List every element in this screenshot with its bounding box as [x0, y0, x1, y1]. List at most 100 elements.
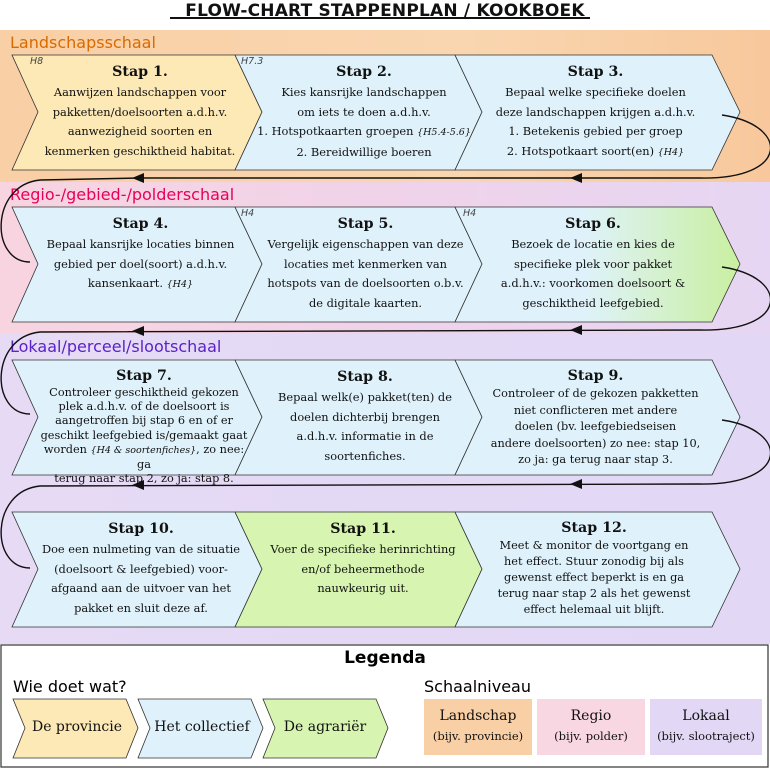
connector-6-7: [0, 266, 770, 415]
scale-label-lokaal: Lokaal/perceel/slootschaal: [10, 337, 222, 356]
step-4-line: gebied per doel(soort) a.d.h.v.: [53, 256, 228, 271]
step-6-text: Stap 6. Bezoek de locatie en kies de spe…: [482, 213, 704, 313]
step-9-line: niet conflicteren met andere: [513, 403, 678, 417]
step-8-text: Stap 8. Bepaal welk(e) pakket(ten) de do…: [260, 366, 470, 466]
step-7-text: Stap 7. Controleer geschiktheid gekozen …: [38, 366, 250, 486]
legend-lokaal-label: Lokaal: [682, 708, 730, 724]
legend-agrarier-label: De agrariër: [283, 719, 367, 735]
step-9-line: Controleer of de gekozen pakketten: [492, 387, 699, 400]
connector-9-10-arrow-b: [132, 480, 144, 490]
step-4-line: Bepaal kansrijke locaties binnen: [46, 237, 235, 251]
legend-landschap-sub: (bijv. provincie): [432, 729, 524, 743]
step-5-line: Vergelijk eigenschappen van deze: [267, 237, 464, 251]
legend-agrarier-shape: [262, 698, 389, 759]
legend-lokaal-text: Lokaal (bijv. slootraject): [650, 706, 762, 745]
step-8-line: a.d.h.v. informatie in de: [296, 429, 434, 443]
connector-3-4-arrow: [570, 173, 582, 183]
legend-lokaal-swatch: [650, 699, 762, 755]
legend-title: Legenda: [344, 648, 426, 668]
step-9-line: zo ja: ga terug naar stap 3.: [518, 453, 673, 466]
step-6-line: a.d.h.v.: voorkomen doelsoort &: [500, 276, 686, 290]
step-8-title: Stap 8.: [337, 369, 393, 385]
legend-provincie-label: De provincie: [31, 719, 123, 735]
step-12-shape: [454, 511, 741, 628]
step-1-line: pakketten/doelsoorten a.d.h.v.: [52, 104, 228, 119]
legend-lokaal-sub: (bijv. slootraject): [657, 729, 755, 743]
connector-9-10-arrow: [570, 479, 582, 489]
step-5-text: Stap 5. Vergelijk eigenschappen van deze…: [258, 213, 473, 313]
step-8-line: soortenfiches.: [324, 448, 406, 463]
step-1-text: Stap 1. Aanwijzen landschappen voor pakk…: [40, 61, 240, 161]
step-3-line: 2. Hotspotkaart soort(en): [506, 143, 655, 158]
step-2-ref: {H5.4-5.6}: [417, 127, 471, 138]
step-3-line: 1. Betekenis gebied per groep: [508, 124, 683, 138]
connector-3-4-tail: [0, 177, 141, 263]
step-7-line: worden: [43, 442, 87, 456]
step-7-ref: {H4 & soortenfiches}: [90, 444, 197, 456]
step-7-line: plek a.d.h.v. of de doelsoort is: [58, 400, 230, 414]
connector-6-7-arrow-b: [132, 326, 144, 336]
step-11-line: Voer de specifieke herinrichting: [270, 542, 456, 556]
step-11-title: Stap 11.: [330, 521, 396, 537]
legend-collectief-shape: [137, 698, 264, 759]
step-10-line: afgaand aan de uitvoer van het: [51, 581, 231, 595]
step-3-line: deze landschappen krijgen a.d.h.v.: [495, 104, 696, 119]
step-4-line: kansenkaart.: [87, 276, 164, 290]
legend-provincie-shape: [12, 698, 139, 759]
step-6-tag: H4: [463, 208, 477, 219]
step-2-line: Kies kansrijke landschappen: [281, 85, 447, 99]
step-5-line: de digitale kaarten.: [308, 295, 423, 310]
step-2-line: om iets te doen a.d.h.v.: [297, 104, 431, 119]
step-10-line: (doelsoort & leefgebied) voor-: [54, 561, 228, 576]
step-12-text: Stap 12. Meet & monitor de voortgang en …: [478, 518, 710, 618]
legend-collectief-label: Het collectief: [154, 719, 250, 735]
step-7-title: Stap 7.: [116, 368, 172, 384]
step-12-line: terug naar stap 2 als het gewenst: [497, 587, 691, 600]
step-11-line: en/of beheermethode: [301, 561, 425, 576]
step-12-line: Meet & monitor de voortgang en: [499, 539, 689, 552]
scale-label-regio: Regio-/gebied-/polderschaal: [10, 185, 235, 204]
step-2-title: Stap 2.: [336, 64, 392, 80]
step-3-shape: [454, 54, 741, 171]
title-underline: [170, 17, 590, 19]
step-7-line: terug naar stap 2, zo ja: stap 8.: [54, 472, 234, 486]
step-3-ref: {H4}: [657, 146, 685, 158]
connector-9-10: [0, 419, 770, 569]
step-1-line: aanwezigheid soorten en: [67, 124, 213, 138]
step-5-line: hotspots van de doelsoorten o.b.v.: [267, 276, 464, 290]
legend-scale-title: Schaalniveau: [424, 677, 531, 696]
step-12-title: Stap 12.: [561, 520, 627, 536]
step-12-line: effect helemaal uit blijft.: [523, 603, 665, 616]
step-7-line: aangetroffen bij stap 6 en of er: [55, 414, 233, 428]
step-7-line: , zo nee: ga: [137, 442, 245, 472]
scale-label-landschap: Landschapsschaal: [10, 33, 156, 52]
step-6-line: Bezoek de locatie en kies de: [511, 237, 675, 251]
step-9-text: Stap 9. Controleer of de gekozen pakkett…: [478, 366, 713, 469]
page-title: FLOW-CHART STAPPENPLAN / KOOKBOEK: [185, 1, 585, 21]
step-10-line: Doe een nulmeting van de situatie: [41, 542, 241, 556]
step-2-tag: H7.3: [241, 56, 264, 67]
step-10-line: pakket en sluit deze af.: [74, 600, 208, 615]
legend-regio-swatch: [537, 699, 645, 755]
step-6-shape: [454, 206, 741, 323]
legend-landschap-label: Landschap: [439, 708, 517, 724]
legend-landschap-text: Landschap (bijv. provincie): [424, 706, 532, 745]
connector-3-4: [140, 114, 770, 179]
step-1-line: Aanwijzen landschappen voor: [53, 85, 227, 99]
step-8-line: doelen dichterbij brengen: [290, 409, 440, 424]
step-12-line: gewenst effect beperkt is en ga: [503, 571, 685, 584]
connector-6-7-arrow: [570, 325, 582, 335]
step-4-title: Stap 4.: [112, 216, 169, 232]
step-2-line: 1. Hotspotkaarten groepen: [257, 124, 414, 138]
step-4-ref: {H4}: [166, 279, 194, 290]
step-10-text: Stap 10. Doe een nulmeting van de situat…: [36, 518, 246, 618]
legend-regio-sub: (bijv. polder): [554, 729, 628, 743]
legend-regio-label: Regio: [570, 708, 612, 724]
step-9-title: Stap 9.: [567, 368, 624, 384]
step-1-line: kenmerken geschiktheid habitat.: [44, 143, 236, 158]
step-11-line: nauwkeurig uit.: [317, 581, 409, 595]
step-3-text: Stap 3. Bepaal welke specifieke doelen d…: [478, 61, 713, 162]
legend-who-title: Wie doet wat?: [13, 677, 127, 696]
step-6-line: geschiktheid leefgebied.: [522, 295, 664, 310]
